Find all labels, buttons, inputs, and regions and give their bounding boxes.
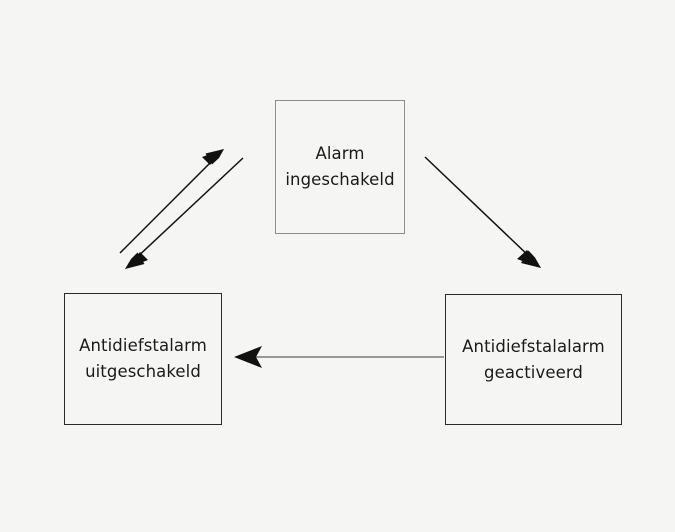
edge-ingeschakeld-to-uitgeschakeld xyxy=(125,157,244,269)
state-node-label: Antidiefstalalarm geactiveerd xyxy=(462,336,605,382)
state-node-alarm-ingeschakeld[interactable]: Alarm ingeschakeld xyxy=(275,100,405,234)
state-node-label: Alarm ingeschakeld xyxy=(285,144,395,189)
state-node-antidiefstalarm-uitgeschakeld[interactable]: Antidiefstalarm uitgeschakeld xyxy=(64,293,222,425)
state-node-antidiefstalalarm-geactiveerd[interactable]: Antidiefstalalarm geactiveerd xyxy=(445,294,622,425)
edge-geactiveerd-to-uitgeschakeld xyxy=(234,346,444,368)
edge-line-ingeschakeld-to-geactiveerd xyxy=(424,156,533,260)
edge-line-ingeschakeld-to-uitgeschakeld xyxy=(132,157,244,262)
state-node-label: Antidiefstalarm uitgeschakeld xyxy=(79,336,207,381)
edge-uitgeschakeld-to-ingeschakeld xyxy=(119,149,224,254)
edge-line-uitgeschakeld-to-ingeschakeld xyxy=(119,156,217,254)
arrowhead-up-right-fill-icon xyxy=(205,149,224,165)
edge-ingeschakeld-to-geactiveerd xyxy=(424,156,541,268)
arrowhead-down-right-fill-icon xyxy=(521,250,541,268)
arrowhead-down-left-fill-icon xyxy=(125,252,145,269)
arrowhead-left-icon xyxy=(234,346,262,368)
